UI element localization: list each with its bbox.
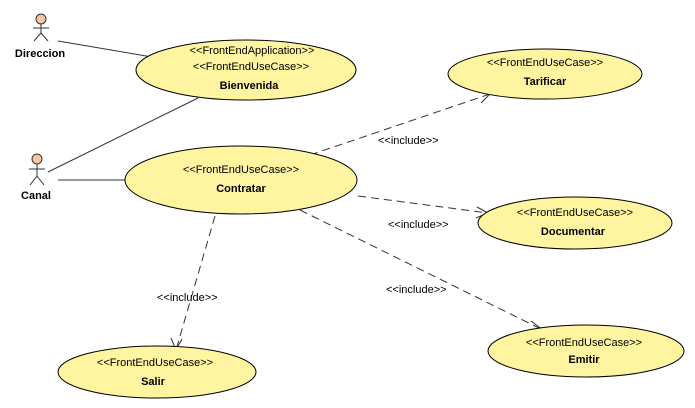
use-case-salir-name: Salir <box>141 376 166 388</box>
association-canal-bienvenida[interactable] <box>47 97 199 173</box>
actor-canal-leg-right <box>36 175 45 186</box>
use-case-emitir-stereotype: <<FrontEndUseCase>> <box>526 337 642 349</box>
use-case-tarificar-name: Tarificar <box>524 76 567 88</box>
use-case-bienvenida-ellipse <box>135 39 357 101</box>
actor-direccion-head <box>35 13 47 25</box>
actor-canal-leg-left <box>29 175 38 186</box>
actor-direccion[interactable]: Direccion <box>15 13 65 60</box>
include-label-tarificar: <<include>> <box>378 135 439 147</box>
use-case-emitir-name: Emitir <box>568 354 600 366</box>
use-case-bienvenida-name: Bienvenida <box>220 80 280 92</box>
use-case-emitir[interactable]: <<FrontEndUseCase>> Emitir <box>487 324 685 378</box>
include-arrow-salir[interactable] <box>175 215 216 351</box>
use-case-emitir-ellipse <box>487 324 685 378</box>
use-case-tarificar-ellipse <box>447 48 643 100</box>
actor-direccion-leg-right <box>40 32 49 42</box>
include-arrow-emitir[interactable] <box>299 209 544 331</box>
use-case-documentar[interactable]: <<FrontEndUseCase>> Documentar <box>477 196 673 250</box>
actor-canal-label: Canal <box>21 190 51 202</box>
use-case-contratar-name: Contratar <box>216 183 266 195</box>
use-case-salir-stereotype: <<FrontEndUseCase>> <box>97 357 213 369</box>
actor-canal-head <box>31 153 43 165</box>
use-case-contratar[interactable]: <<FrontEndUseCase>> Contratar <box>124 145 358 215</box>
use-case-documentar-name: Documentar <box>541 226 606 238</box>
actor-canal[interactable]: Canal <box>21 153 51 202</box>
use-case-salir[interactable]: <<FrontEndUseCase>> Salir <box>57 345 257 399</box>
use-case-documentar-ellipse <box>477 196 673 250</box>
use-case-documentar-stereotype: <<FrontEndUseCase>> <box>517 207 633 219</box>
use-case-salir-ellipse <box>57 345 257 399</box>
use-case-tarificar-stereotype: <<FrontEndUseCase>> <box>487 57 603 69</box>
include-label-salir: <<include>> <box>157 292 218 304</box>
include-label-emitir: <<include>> <box>386 284 447 296</box>
use-case-contratar-stereotype: <<FrontEndUseCase>> <box>183 164 299 176</box>
use-case-tarificar[interactable]: <<FrontEndUseCase>> Tarificar <box>447 48 643 100</box>
include-arrow-documentar[interactable] <box>357 195 489 214</box>
use-case-bienvenida-stereotype-1: <<FrontEndApplication>> <box>190 45 315 57</box>
actor-direccion-label: Direccion <box>15 48 65 60</box>
include-arrow-tarificar[interactable] <box>309 93 491 156</box>
use-case-bienvenida[interactable]: <<FrontEndApplication>> <<FrontEndUseCas… <box>135 39 357 101</box>
use-case-bienvenida-stereotype-2: <<FrontEndUseCase>> <box>193 61 309 73</box>
association-direccion-bienvenida[interactable] <box>57 40 153 58</box>
include-label-documentar: <<include>> <box>388 219 449 231</box>
use-case-contratar-ellipse <box>124 145 358 215</box>
actor-direccion-leg-left <box>33 32 42 42</box>
